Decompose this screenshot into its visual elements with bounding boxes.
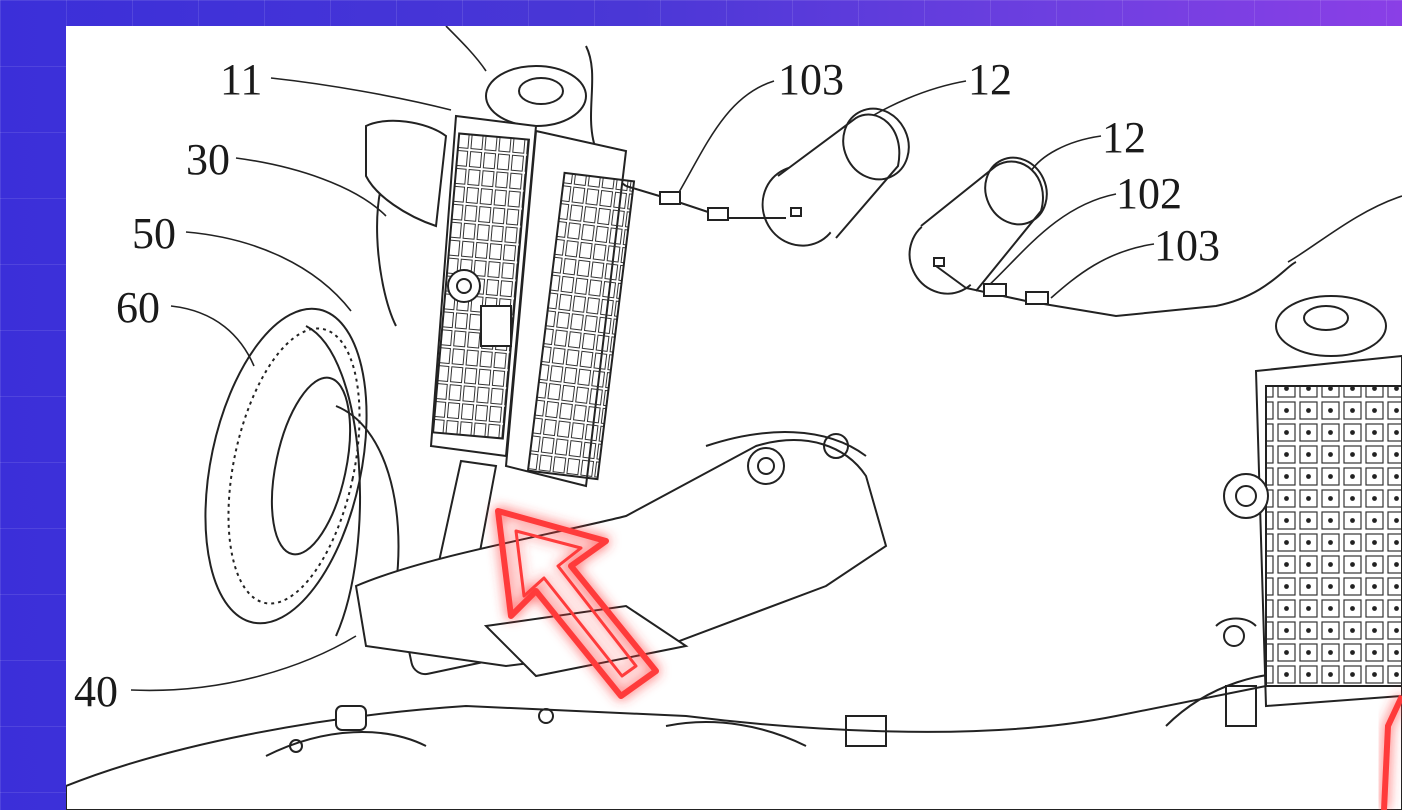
- leader-lines: [130, 26, 1402, 692]
- air-canister-right: [908, 156, 1297, 318]
- subframe: [66, 431, 1402, 810]
- callout-50: 50: [132, 209, 176, 258]
- callout-60: 60: [116, 283, 160, 332]
- callout-12-left: 12: [968, 55, 1012, 104]
- callout-40: 40: [74, 667, 118, 716]
- highlight-arrow-edge: [1381, 694, 1402, 810]
- suspension-drawing: [66, 26, 1402, 810]
- right-strut-assembly: [1215, 295, 1402, 708]
- callout-103-right: 103: [1154, 221, 1220, 270]
- highlight-arrow-main: [495, 508, 659, 699]
- callout-30: 30: [186, 135, 230, 184]
- callout-11: 11: [220, 55, 263, 104]
- callout-12-right: 12: [1102, 113, 1146, 162]
- callout-103-left: 103: [778, 55, 844, 104]
- patent-drawing-panel: 11 30 50 60 40 103 12 12 102 103: [66, 26, 1402, 810]
- air-canister-left: [625, 107, 910, 247]
- callout-102: 102: [1116, 169, 1182, 218]
- brake-disc: [204, 307, 400, 637]
